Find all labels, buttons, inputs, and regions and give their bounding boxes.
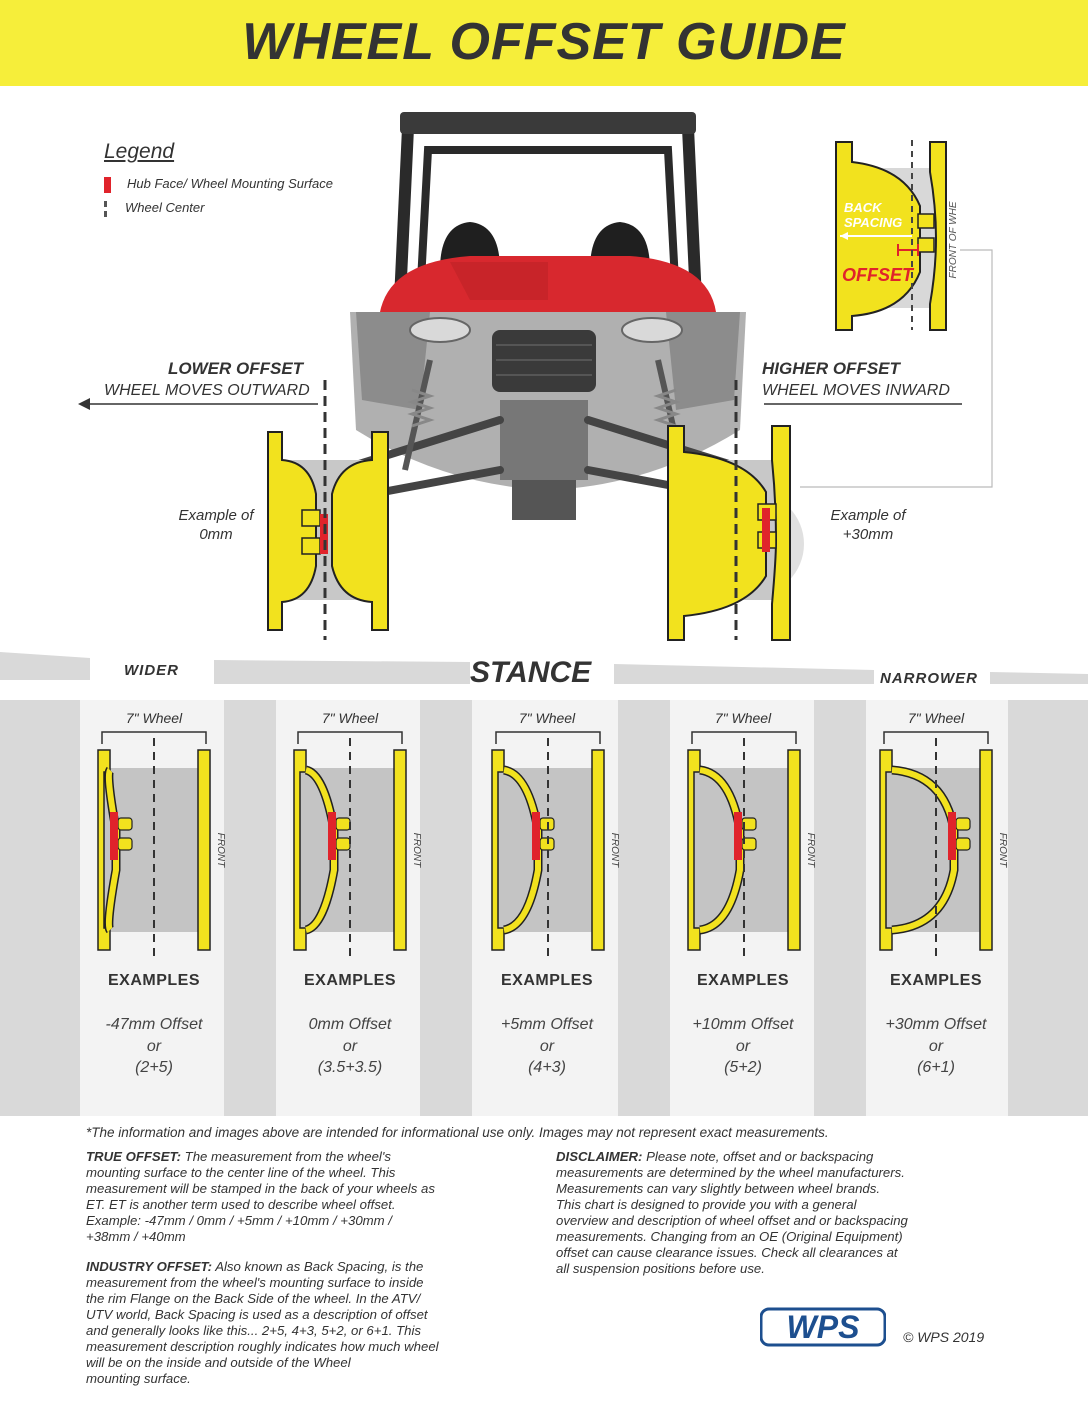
offset-value: 0mm Offset	[308, 1016, 392, 1033]
examples-label: EXAMPLES	[303, 972, 396, 989]
or-label: or	[146, 1038, 162, 1055]
disclaimer-block: DISCLAIMER: Please note, offset and or b…	[556, 1149, 908, 1276]
back-spacing-value: (5+2)	[724, 1059, 762, 1076]
utv-illustration: BACK SPACING OFFSET FRONT OF WHE	[78, 112, 993, 641]
example-30mm-caption: Example of +30mm	[830, 507, 906, 543]
legend-item-wheel-center: Wheel Center	[104, 200, 204, 217]
or-label: or	[735, 1038, 751, 1055]
detail-front-label: FRONT OF WHE	[948, 201, 959, 278]
stance-column-3: 7" Wheel EXAMPLES +5mm Offset or (4+3)	[477, 700, 617, 1116]
detail-offset-label: OFFSET	[842, 265, 915, 285]
legend-title: Legend	[104, 140, 175, 163]
industry-offset-label: INDUSTRY OFFSET:	[86, 1259, 213, 1274]
wheel-center-dash-icon	[104, 200, 107, 217]
wheel-size-label: 7" Wheel	[125, 710, 183, 726]
front-label: FRONT	[805, 833, 816, 868]
legend-item-hub-face: Hub Face/ Wheel Mounting Surface	[104, 176, 333, 193]
offset-value: -47mm Offset	[105, 1016, 203, 1033]
detail-back-spacing-label-2: SPACING	[844, 215, 902, 230]
stance-wheel-3: FRONT	[491, 731, 620, 956]
lower-offset-sub: WHEEL MOVES OUTWARD	[104, 382, 310, 399]
stance-wheels: FRONT FRONT FRONT FRONT FRONT	[97, 731, 1008, 956]
back-spacing-value: (2+5)	[135, 1059, 173, 1076]
or-label: or	[928, 1038, 944, 1055]
legend: Legend Hub Face/ Wheel Mounting Surface …	[104, 140, 333, 217]
front-label: FRONT	[411, 833, 422, 868]
offset-value: +5mm Offset	[500, 1016, 594, 1033]
title-bar: WHEEL OFFSET GUIDE	[0, 0, 1088, 86]
footnote: *The information and images above are in…	[86, 1125, 829, 1140]
wps-logo: WPS	[760, 1307, 886, 1347]
right-wheel-30mm	[667, 425, 791, 641]
examples-label: EXAMPLES	[107, 972, 200, 989]
stance-wheel-4: FRONT	[687, 731, 816, 956]
wheel-size-label: 7" Wheel	[714, 710, 772, 726]
higher-offset-heading: HIGHER OFFSET	[762, 359, 900, 378]
narrower-label: NARROWER	[880, 670, 978, 687]
examples-label: EXAMPLES	[889, 972, 982, 989]
left-wheel-0mm	[267, 431, 389, 631]
wps-logo-text: WPS	[787, 1309, 861, 1345]
or-label: or	[539, 1038, 555, 1055]
back-spacing-value: (4+3)	[528, 1059, 566, 1076]
lower-offset-heading: LOWER OFFSET	[168, 359, 304, 378]
stance-title: STANCE	[470, 656, 592, 689]
front-label: FRONT	[215, 833, 226, 868]
detail-wheel: BACK SPACING OFFSET FRONT OF WHE	[835, 140, 959, 331]
stance-column-2: 7" Wheel EXAMPLES 0mm Offset or (3.5+3.5…	[280, 700, 420, 1116]
examples-label: EXAMPLES	[500, 972, 593, 989]
stance-wheel-5: FRONT	[879, 731, 1008, 956]
examples-label: EXAMPLES	[696, 972, 789, 989]
hub-face-swatch-icon	[104, 176, 111, 193]
true-offset-label: TRUE OFFSET:	[86, 1149, 181, 1164]
wheel-size-label: 7" Wheel	[518, 710, 576, 726]
copyright: © WPS 2019	[903, 1329, 985, 1345]
front-label: FRONT	[609, 833, 620, 868]
stance-column-4: 7" Wheel EXAMPLES +10mm Offset or (5+2)	[673, 700, 813, 1116]
front-label: FRONT	[997, 833, 1008, 868]
higher-offset-sub: WHEEL MOVES INWARD	[762, 382, 950, 399]
wider-label: WIDER	[124, 662, 179, 679]
stance-wheel-1: FRONT	[97, 731, 226, 956]
stance-column-5: 7" Wheel EXAMPLES +30mm Offset or (6+1)	[866, 700, 1006, 1116]
true-offset-block: TRUE OFFSET: The measurement from the wh…	[86, 1149, 435, 1244]
wheel-size-label: 7" Wheel	[321, 710, 379, 726]
industry-offset-block: INDUSTRY OFFSET: Also known as Back Spac…	[86, 1259, 439, 1386]
offset-value: +10mm Offset	[692, 1016, 794, 1033]
offset-value: +30mm Offset	[885, 1016, 987, 1033]
detail-back-spacing-label: BACK	[844, 200, 883, 215]
back-spacing-value: (6+1)	[917, 1059, 955, 1076]
page-title: WHEEL OFFSET GUIDE	[242, 13, 846, 71]
back-spacing-value: (3.5+3.5)	[317, 1059, 383, 1076]
stance-column-1: 7" Wheel EXAMPLES -47mm Offset or (2+5)	[84, 700, 224, 1116]
wheel-size-label: 7" Wheel	[907, 710, 965, 726]
disclaimer-label: DISCLAIMER:	[556, 1149, 643, 1164]
or-label: or	[342, 1038, 358, 1055]
stance-wheel-2: FRONT	[293, 731, 422, 956]
example-0mm-caption: Example of 0mm	[178, 507, 254, 543]
